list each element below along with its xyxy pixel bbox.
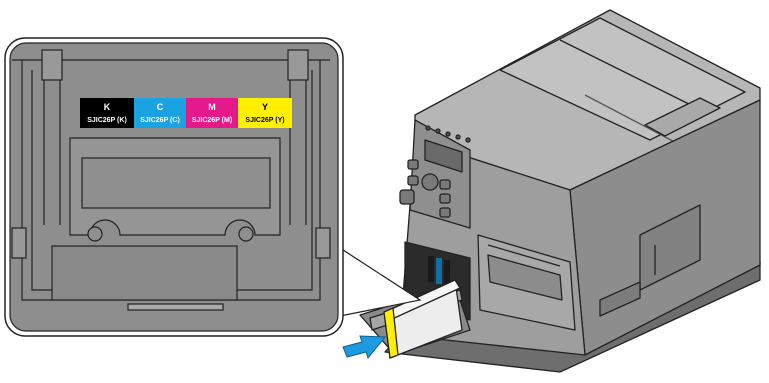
svg-text:SJIC26P (Y): SJIC26P (Y) [245, 117, 284, 124]
svg-text:K: K [104, 102, 111, 112]
magnified-callout: K SJIC26P (K) C SJIC26P (C) M SJIC26P (M… [5, 38, 343, 336]
svg-text:SJIC26P (M): SJIC26P (M) [192, 117, 232, 124]
ink-label-m: M SJIC26P (M) [186, 98, 238, 128]
ink-label-y: Y SJIC26P (Y) [238, 98, 292, 128]
svg-text:M: M [208, 102, 216, 112]
ink-label-c: C SJIC26P (C) [134, 98, 186, 128]
svg-text:C: C [157, 102, 164, 112]
ink-label-k: K SJIC26P (K) [80, 98, 134, 128]
svg-text:Y: Y [262, 102, 268, 112]
svg-text:SJIC26P (K): SJIC26P (K) [87, 117, 127, 124]
svg-text:SJIC26P (C): SJIC26P (C) [140, 117, 180, 124]
insert-arrow-icon [343, 336, 385, 358]
